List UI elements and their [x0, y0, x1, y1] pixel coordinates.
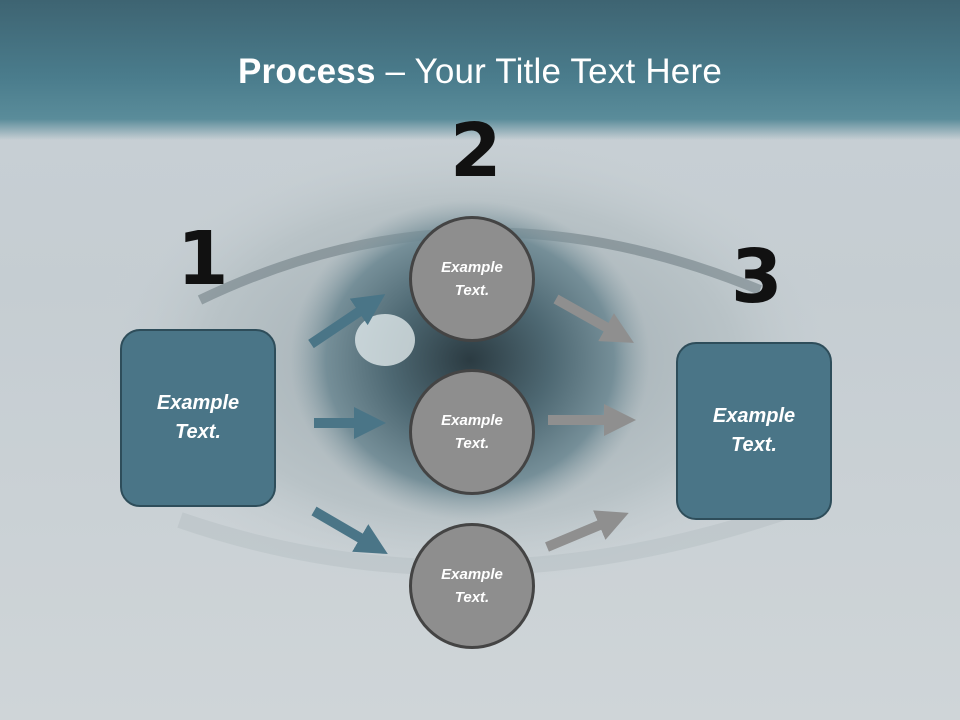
circle-middle: Example Text. — [409, 369, 535, 495]
step-number-3: 3 — [731, 234, 783, 320]
title-bold: Process — [238, 52, 376, 91]
circle-top: Example Text. — [409, 216, 535, 342]
step-number-2: 2 — [450, 108, 502, 194]
step-number-1: 1 — [177, 216, 229, 302]
slide-title: Process – Your Title Text Here — [0, 52, 960, 92]
left-process-box: Example Text. — [120, 329, 276, 507]
circle-bottom: Example Text. — [409, 523, 535, 649]
title-rest: – Your Title Text Here — [375, 52, 722, 91]
title-bar — [0, 0, 960, 140]
right-process-box: Example Text. — [676, 342, 832, 520]
arrow-top-to-right — [553, 294, 634, 343]
arrow-left-to-top — [308, 294, 386, 349]
arrow-left-to-bottom — [311, 506, 388, 555]
arrow-bottom-to-right — [545, 510, 629, 552]
